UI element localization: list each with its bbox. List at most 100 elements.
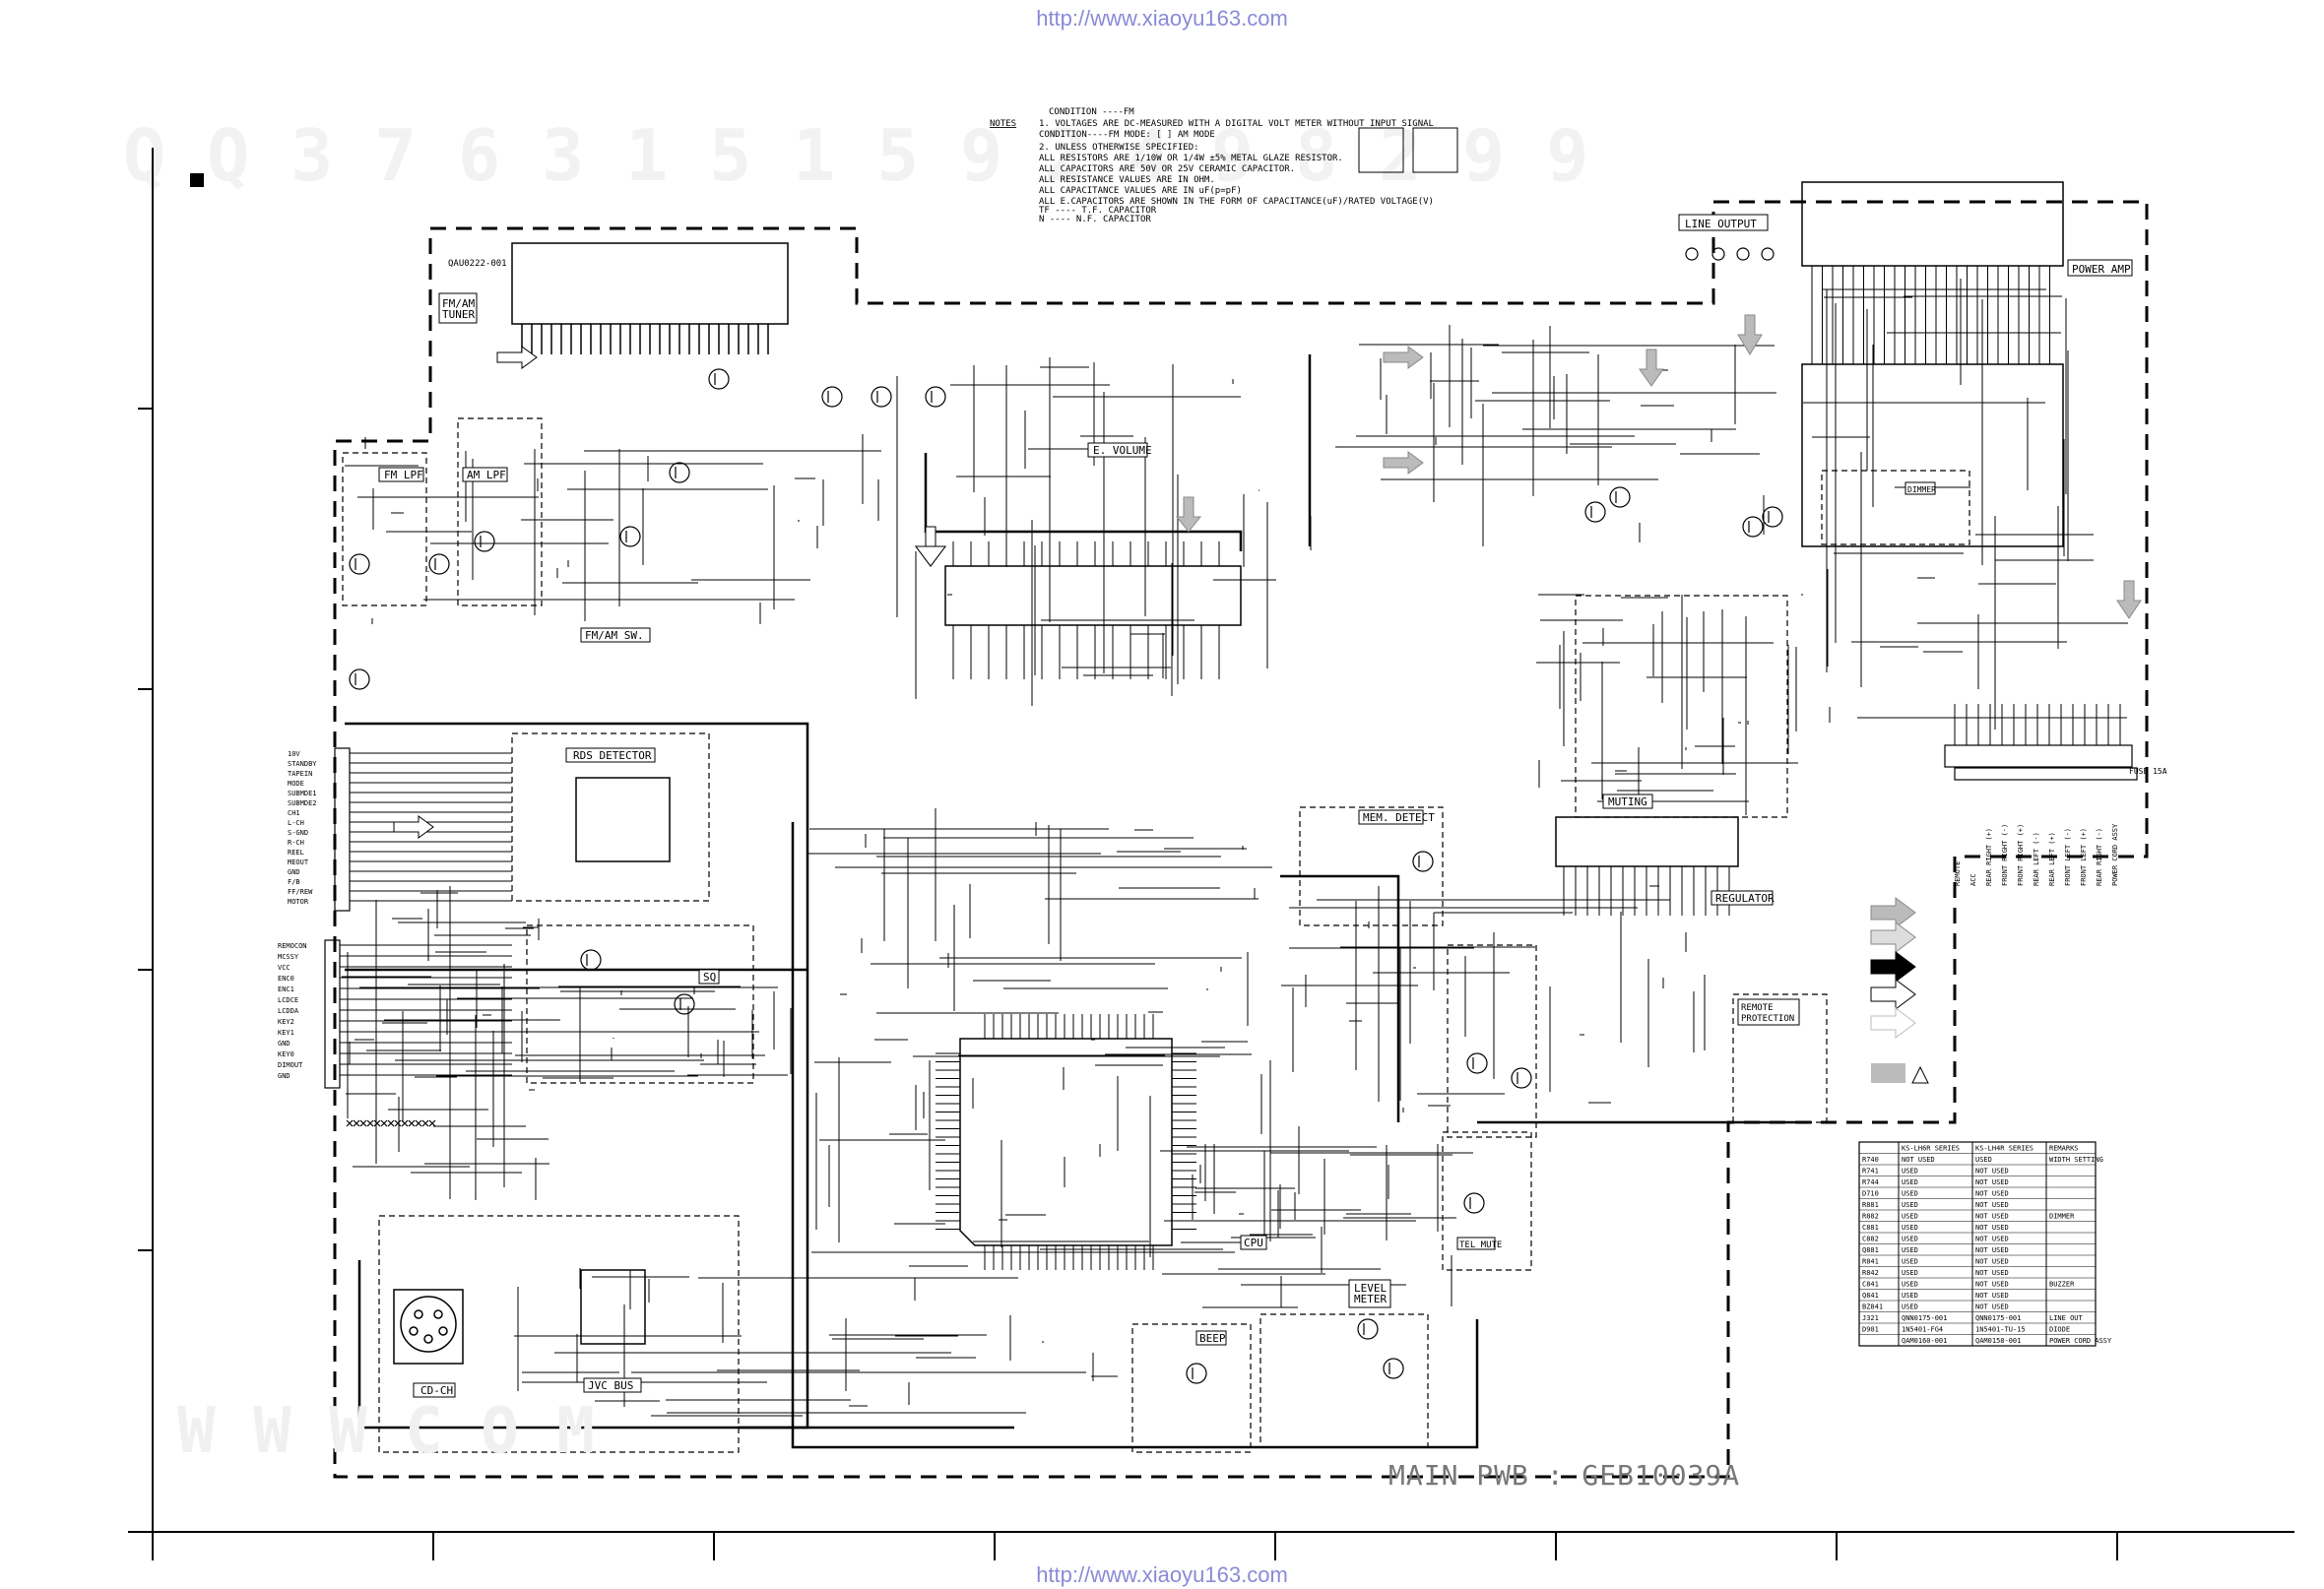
left-connector-label: S-GND (288, 829, 308, 837)
transistors (349, 368, 1783, 1384)
unused-pin-mark (401, 1119, 409, 1127)
notes-label: NOTES (990, 119, 1016, 129)
left-connector-label: REEL (288, 849, 304, 857)
transistor (925, 386, 946, 408)
left-connector-label: ENC0 (278, 975, 294, 983)
table-cell: USED (1902, 1201, 1918, 1209)
left-connector-label: ENC1 (278, 985, 294, 993)
table-cell: BZ841 (1862, 1303, 1883, 1311)
bottom-watermark: W W W C O M (177, 1395, 595, 1468)
table-cell: USED (1902, 1281, 1918, 1289)
header-url[interactable]: http://www.xiaoyu163.com (1036, 6, 1288, 31)
left-connector-label: SUBMDE2 (288, 799, 317, 807)
unused-pin-mark (359, 1119, 367, 1127)
table-cell: USED (1902, 1236, 1918, 1243)
left-connector-label: KEY0 (278, 1050, 294, 1058)
right-connector-label: REAR LEFT (-) (2033, 832, 2040, 886)
left-connector-label: MEOUT (288, 858, 309, 866)
tel-mute-label: TEL MUTE (1459, 1240, 1502, 1250)
mem-detect-label: MEM. DETECT (1363, 811, 1435, 824)
transistor (349, 553, 370, 575)
table-cell: DIODE (2049, 1326, 2070, 1334)
signal-legend (1870, 897, 1929, 1084)
right-connector-label: POWER CORD ASSY (2111, 823, 2119, 886)
signal-arrows (393, 314, 2142, 839)
table-cell: 1N5401-FG4 (1902, 1326, 1943, 1334)
fuse-label: FUSE 15A (2129, 767, 2167, 776)
unused-pin-mark (394, 1119, 402, 1127)
transistor (821, 386, 843, 408)
rds-ic (575, 777, 671, 862)
left-connector-label: MCSSY (278, 953, 299, 961)
power-amp-ic (1801, 181, 2064, 547)
left-connector-label: TAPEIN (288, 770, 312, 778)
transistor (474, 531, 495, 552)
unused-pin-mark (415, 1119, 422, 1127)
board-outline (333, 200, 2149, 1479)
fm-am-sw-label: FM/AM SW. (585, 629, 644, 642)
transistor (1466, 1052, 1488, 1074)
table-cell: USED (1902, 1178, 1918, 1186)
sq-label: SQ (703, 971, 716, 984)
left-connector-labels: 10VSTANDBYTAPEINMODESUBMDE1SUBMDE2CH1L-C… (278, 750, 317, 1080)
notes-line-7: ALL CAPACITANCE VALUES ARE IN uF(p=pF) (1039, 186, 1242, 196)
table-cell: POWER CORD ASSY (2049, 1337, 2112, 1345)
notes-line-8: ALL E.CAPACITORS ARE SHOWN IN THE FORM O… (1039, 197, 1434, 207)
transistor (619, 526, 641, 547)
table-cell: QNN0175-001 (1975, 1314, 2021, 1322)
fm-lpf-label: FM LPF (384, 469, 423, 481)
table-cell: NOT USED (1975, 1224, 2009, 1232)
table-cell: NOT USED (1975, 1201, 2009, 1209)
table-cell: USED (1902, 1258, 1918, 1266)
watermark-digit: 8 (1295, 114, 1337, 197)
notes: NOTES CONDITION ----FM 1. VOLTAGES ARE D… (990, 107, 1458, 224)
transistor (1511, 1067, 1532, 1089)
left-connector-label: REMOCON (278, 942, 307, 950)
jvc-bus-ic (580, 1269, 646, 1345)
watermark-digit: 6 (458, 114, 500, 197)
watermark-digit: 1 (625, 114, 668, 197)
transistor (580, 949, 602, 971)
transistor (1742, 516, 1764, 538)
left-connector-label: KEY1 (278, 1029, 294, 1037)
transistor (1383, 1358, 1404, 1379)
table-cell: NOT USED (1975, 1246, 2009, 1254)
left-connector-label: L-CH (288, 819, 304, 827)
table-cell: USED (1902, 1168, 1918, 1176)
table-cell: R842 (1862, 1269, 1879, 1277)
unused-pin-marks (346, 1119, 436, 1127)
table-cell: NOT USED (1902, 1156, 1935, 1164)
left-connector-block (324, 747, 351, 1089)
left-connector-label: LCDDA (278, 1007, 299, 1015)
regulator-label: REGULATOR (1715, 892, 1775, 905)
tuner-module (511, 242, 789, 354)
watermark-digit: Q (207, 114, 249, 197)
table-cell: USED (1975, 1156, 1992, 1164)
right-connector-label: REAR LEFT (+) (2048, 832, 2056, 886)
footer-url[interactable]: http://www.xiaoyu163.com (1036, 1562, 1288, 1587)
notes-line-9: TF ---- T.F. CAPACITOR (1039, 206, 1157, 216)
watermark-digit: 3 (542, 114, 584, 197)
table-cell: D710 (1862, 1190, 1879, 1198)
transistor (1584, 501, 1606, 523)
unused-pin-mark (373, 1119, 381, 1127)
cd-ch-label: CD-CH (420, 1384, 453, 1397)
left-connector-label: MODE (288, 780, 304, 788)
left-connector-label: DIMOUT (278, 1061, 303, 1069)
regulator-ic (1555, 816, 1739, 867)
transistor (871, 386, 892, 408)
table-cell: BUZZER (2049, 1281, 2075, 1289)
notes-line-3: 2. UNLESS OTHERWISE SPECIFIED: (1039, 143, 1199, 153)
table-cell: USED (1902, 1269, 1918, 1277)
table-cell: NOT USED (1975, 1236, 2009, 1243)
left-connector-label: STANDBY (288, 760, 317, 768)
left-connector-label: F/B (288, 878, 300, 886)
notes-line-4: ALL RESISTORS ARE 1/10W OR 1/4W ±5% META… (1039, 154, 1343, 163)
notes-line-1: 1. VOLTAGES ARE DC-MEASURED WITH A DIGIT… (1039, 119, 1434, 129)
unused-pin-mark (353, 1119, 360, 1127)
table-cell: Q881 (1862, 1246, 1879, 1254)
